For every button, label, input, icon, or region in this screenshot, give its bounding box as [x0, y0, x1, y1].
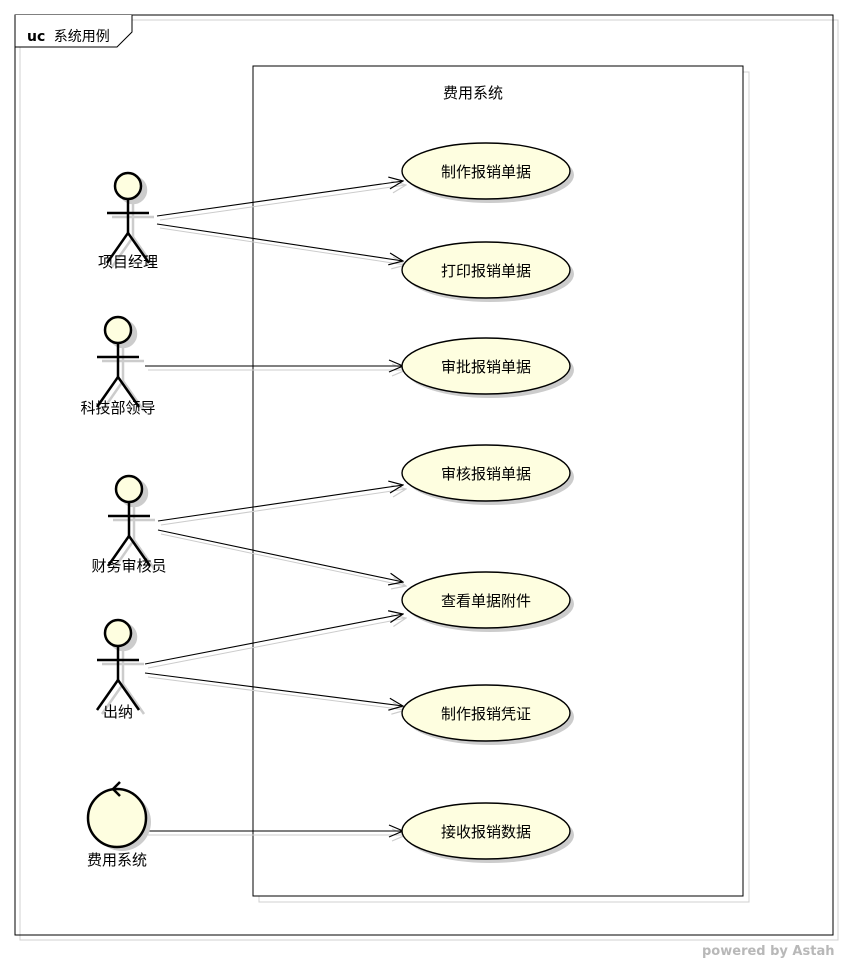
- usecase-ellipse: [401, 684, 571, 742]
- association-auditor-uc4[interactable]: [157, 485, 403, 522]
- association-pm-uc1[interactable]: [156, 181, 403, 217]
- actor-lead[interactable]: 科技部领导: [80, 315, 156, 417]
- actor-label: 出纳: [103, 703, 133, 721]
- usecase-uc3[interactable]: 审批报销单据: [401, 337, 574, 398]
- stick-figure-icon: [95, 618, 141, 711]
- association-cashier-uc5[interactable]: [144, 614, 403, 665]
- usecase-label: 接收报销数据: [441, 823, 531, 841]
- association-shadow: [160, 533, 406, 586]
- actor-label: 财务审核员: [91, 557, 166, 575]
- control-icon: [86, 781, 148, 849]
- system-title: 费用系统: [443, 84, 503, 102]
- association-shadow: [160, 489, 406, 526]
- use-cases: 制作报销单据打印报销单据审批报销单据审核报销单据查看单据附件制作报销凭证接收报销…: [401, 142, 574, 863]
- association-shadow: [159, 227, 406, 265]
- actor-label: 项目经理: [98, 253, 158, 271]
- usecase-uc6[interactable]: 制作报销凭证: [401, 684, 574, 745]
- usecase-label: 制作报销凭证: [441, 705, 531, 723]
- powered-by-footer: powered by Astah: [702, 944, 834, 959]
- actor-label: 科技部领导: [80, 399, 155, 417]
- usecase-ellipse: [401, 444, 571, 502]
- association-auditor-uc5[interactable]: [157, 529, 403, 582]
- usecase-ellipse: [401, 241, 571, 299]
- usecase-label: 制作报销单据: [441, 163, 531, 181]
- usecase-ellipse: [401, 571, 571, 629]
- actor-label: 费用系统: [87, 851, 147, 869]
- diagram-frame: uc 系统用例: [14, 14, 839, 941]
- association-pm-uc2[interactable]: [156, 223, 403, 261]
- usecase-uc4[interactable]: 审核报销单据: [401, 444, 574, 505]
- frame-kind: uc: [27, 29, 45, 45]
- usecase-ellipse: [401, 802, 571, 860]
- usecase-label: 查看单据附件: [441, 592, 531, 610]
- usecase-uc2[interactable]: 打印报销单据: [401, 241, 574, 302]
- actor-auditor[interactable]: 财务审核员: [91, 474, 167, 575]
- usecase-ellipse: [401, 337, 571, 395]
- actor-feesys[interactable]: 费用系统: [86, 781, 151, 869]
- association-shadow: [147, 618, 406, 669]
- associations: [144, 181, 406, 835]
- svg-text:uc 系统用例: uc 系统用例: [27, 29, 110, 45]
- frame-tab: [14, 15, 133, 48]
- usecase-uc5[interactable]: 查看单据附件: [401, 571, 574, 632]
- usecase-label: 打印报销单据: [441, 262, 531, 280]
- association-shadow: [159, 185, 406, 221]
- usecase-ellipse: [401, 142, 571, 200]
- actor-cashier[interactable]: 出纳: [95, 618, 146, 721]
- stick-figure-icon: [105, 171, 151, 264]
- usecase-label: 审核报销单据: [441, 465, 531, 483]
- usecase-label: 审批报销单据: [441, 358, 531, 376]
- footer-text: powered by Astah: [702, 944, 835, 959]
- usecase-uc7[interactable]: 接收报销数据: [401, 802, 574, 863]
- frame-name: 系统用例: [54, 29, 110, 45]
- usecase-uc1[interactable]: 制作报销单据: [401, 142, 574, 203]
- stick-figure-icon: [95, 315, 141, 408]
- stick-figure-icon: [106, 474, 152, 567]
- association-shadow: [147, 676, 406, 710]
- association-cashier-uc6[interactable]: [144, 672, 403, 706]
- actor-pm[interactable]: 项目经理: [98, 171, 158, 271]
